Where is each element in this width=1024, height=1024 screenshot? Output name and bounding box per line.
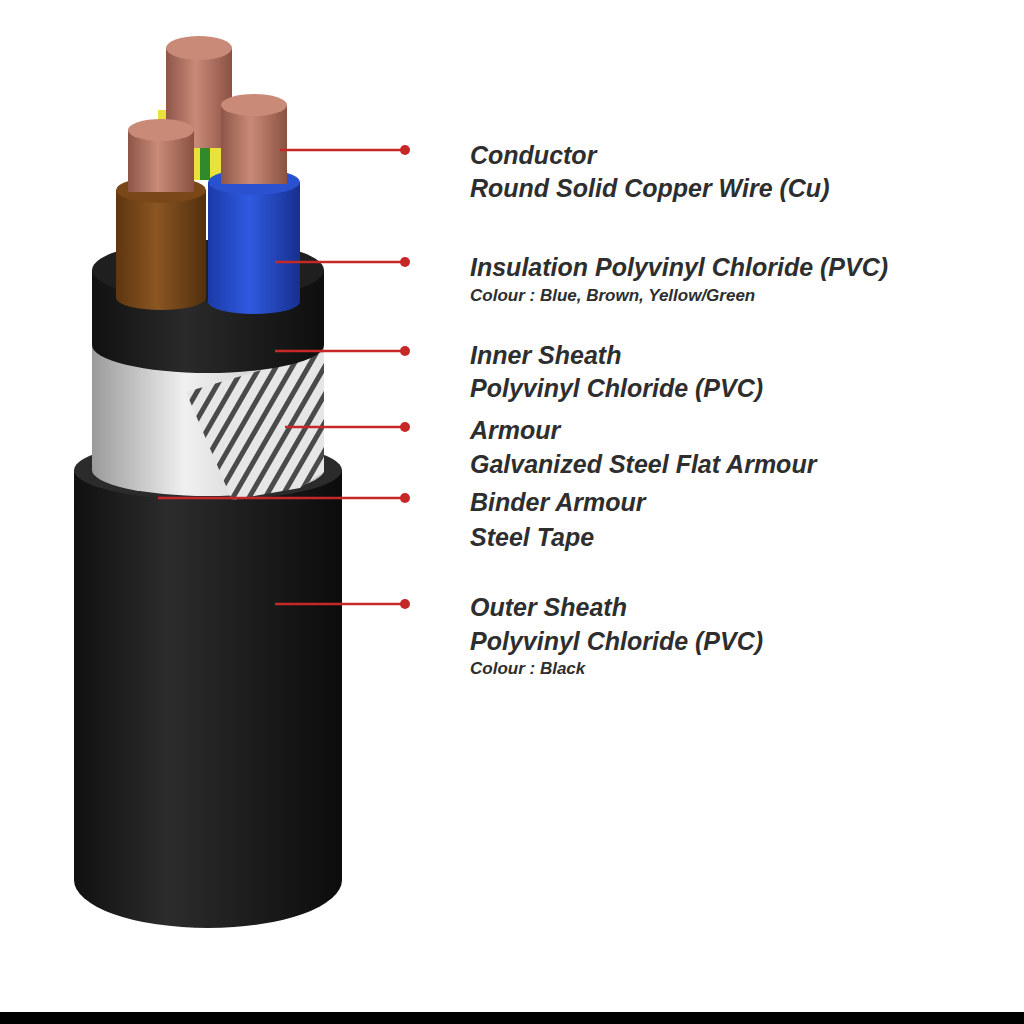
part-label: Conductor — [470, 140, 596, 170]
part-label: Outer Sheath — [470, 592, 627, 622]
part-label: Binder Armour — [470, 487, 645, 517]
colour-note: Colour : Black — [470, 659, 585, 679]
part-label: Galvanized Steel Flat Armour — [470, 449, 816, 479]
part-label: Polyvinyl Chloride (PVC) — [470, 626, 763, 656]
part-label: Polyvinyl Chloride (PVC) — [470, 373, 763, 403]
part-label: Inner Sheath — [470, 340, 621, 370]
part-label: Steel Tape — [470, 522, 594, 552]
part-label: Insulation Polyvinyl Chloride (PVC) — [470, 252, 888, 282]
colour-note: Colour : Blue, Brown, Yellow/Green — [470, 286, 755, 306]
part-label: Armour — [470, 415, 560, 445]
part-label: Round Solid Copper Wire (Cu) — [470, 173, 829, 203]
